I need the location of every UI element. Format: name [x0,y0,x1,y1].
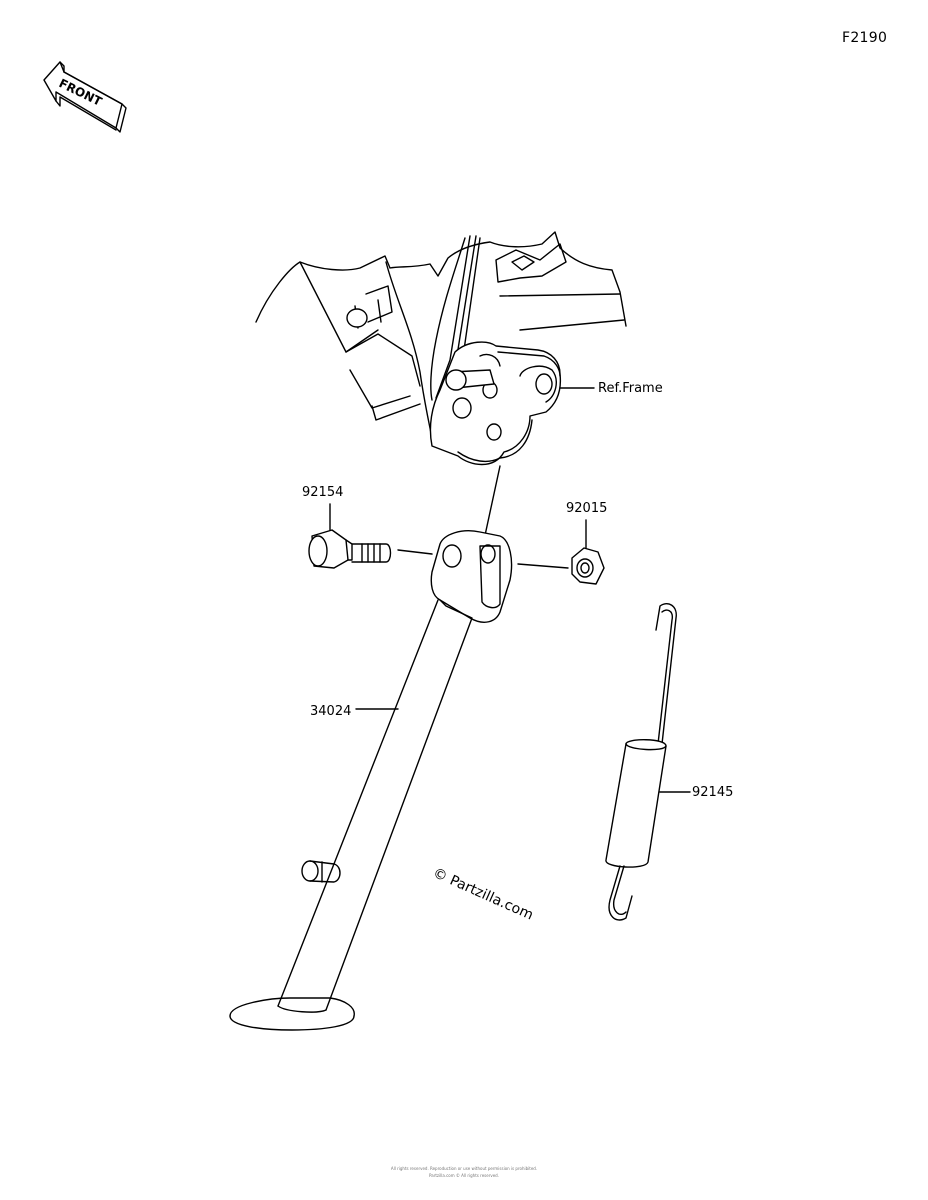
return-spring [605,602,677,921]
front-arrow-icon: FRONT [43,61,127,133]
pivot-bolt [308,529,392,569]
watermark-text: © Partzilla.com [430,865,535,924]
frame-reference [255,231,627,466]
pivot-axis-line [483,465,501,541]
callout-92015-label: 92015 [566,501,607,516]
callout-ref-frame-label: Ref.Frame [598,381,663,396]
copyright-line-2: Partzilla.com © All rights reserved. [429,1173,499,1178]
callout-92154-label: 92154 [302,485,343,500]
copyright-line-1: All rights reserved. Reproduction or use… [390,1166,538,1171]
callout-34024-label: 34024 [310,704,351,719]
diagram-code: F2190 [842,30,888,46]
side-stand [229,465,513,1031]
nut-insert-line [517,563,569,569]
bolt-insert-line [397,549,433,555]
nut [571,547,605,585]
callout-92145-label: 92145 [692,785,733,800]
